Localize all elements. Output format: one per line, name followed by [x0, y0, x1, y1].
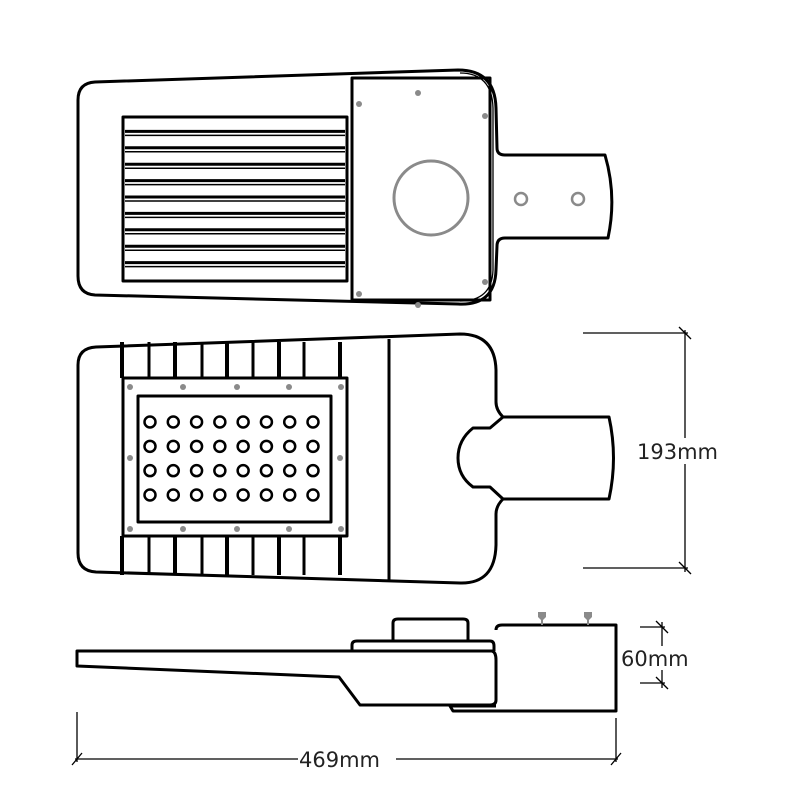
led-icon [236, 463, 250, 478]
led-icon [189, 439, 204, 454]
cable-gland [392, 159, 470, 237]
screw-icon [234, 384, 240, 390]
led-icon [236, 488, 250, 502]
led-icon [143, 488, 157, 502]
led-icon [236, 439, 250, 454]
led-icon [282, 488, 297, 502]
top-view [76, 68, 614, 308]
screw-icon [180, 384, 186, 390]
screw-icon [415, 302, 421, 308]
led-icon [306, 439, 320, 454]
led-icon [282, 415, 297, 429]
heatsink-fins [121, 115, 349, 283]
led-icon [189, 488, 204, 502]
led-icon [213, 488, 227, 502]
height-dimension-label: 60mm [621, 647, 689, 671]
led-icon [236, 415, 250, 429]
screw-icon [338, 384, 344, 390]
screw-icon [337, 455, 343, 461]
screw-icon [127, 526, 133, 532]
led-icon [282, 463, 297, 478]
led-icon [143, 415, 157, 429]
side-view [75, 612, 618, 713]
led-icon [166, 439, 181, 454]
led-icon [166, 463, 181, 478]
bracket-notch [456, 415, 505, 501]
fin-frame [121, 115, 349, 283]
panel-screws [127, 384, 344, 532]
led-icon [282, 439, 297, 454]
side-fins [120, 342, 342, 575]
screw-icon [286, 384, 292, 390]
side-upper-housing [350, 639, 496, 651]
screw-icon [482, 113, 488, 119]
side-cap [391, 617, 470, 641]
screw-icon [338, 526, 344, 532]
led-icon [143, 439, 157, 454]
side-driver-box [448, 623, 618, 713]
led-icon [166, 415, 181, 429]
bottom-body-outline [76, 332, 615, 585]
side-arm [75, 649, 498, 707]
bottom-view [76, 332, 615, 585]
screw-icon [180, 526, 186, 532]
screw-icon [415, 90, 421, 96]
led-icon [259, 415, 274, 429]
dimension-length: 469mm [71, 712, 622, 772]
led-icon [213, 415, 227, 429]
cover-plate [350, 76, 492, 302]
led-icon [189, 415, 204, 429]
dimension-width: 193mm [583, 326, 732, 575]
led-icon [306, 415, 320, 429]
screw-icon [127, 455, 133, 461]
screw-icon [356, 291, 362, 297]
led-icon [143, 463, 157, 478]
screw-icon [127, 384, 133, 390]
top-body-outline [76, 68, 614, 306]
length-dimension-label: 469mm [299, 748, 380, 772]
led-panel-frame [121, 376, 349, 538]
mount-hole [513, 191, 529, 207]
dimension-height: 60mm [620, 620, 706, 690]
screw-icon [286, 526, 292, 532]
screw-icon [234, 526, 240, 532]
led-icon [306, 488, 320, 502]
led-panel-lens [136, 394, 333, 524]
led-array [143, 415, 320, 502]
clip-icon [584, 612, 592, 625]
mount-hole [570, 191, 586, 207]
led-icon [213, 463, 227, 478]
led-icon [166, 488, 181, 502]
width-dimension-label: 193mm [637, 440, 718, 464]
clip-icon [538, 612, 546, 625]
led-icon [259, 463, 274, 478]
screw-icon [356, 101, 362, 107]
led-icon [306, 463, 320, 478]
led-icon [213, 439, 227, 454]
led-icon [259, 439, 274, 454]
led-icon [189, 463, 204, 478]
led-icon [259, 488, 274, 502]
screw-icon [482, 279, 488, 285]
